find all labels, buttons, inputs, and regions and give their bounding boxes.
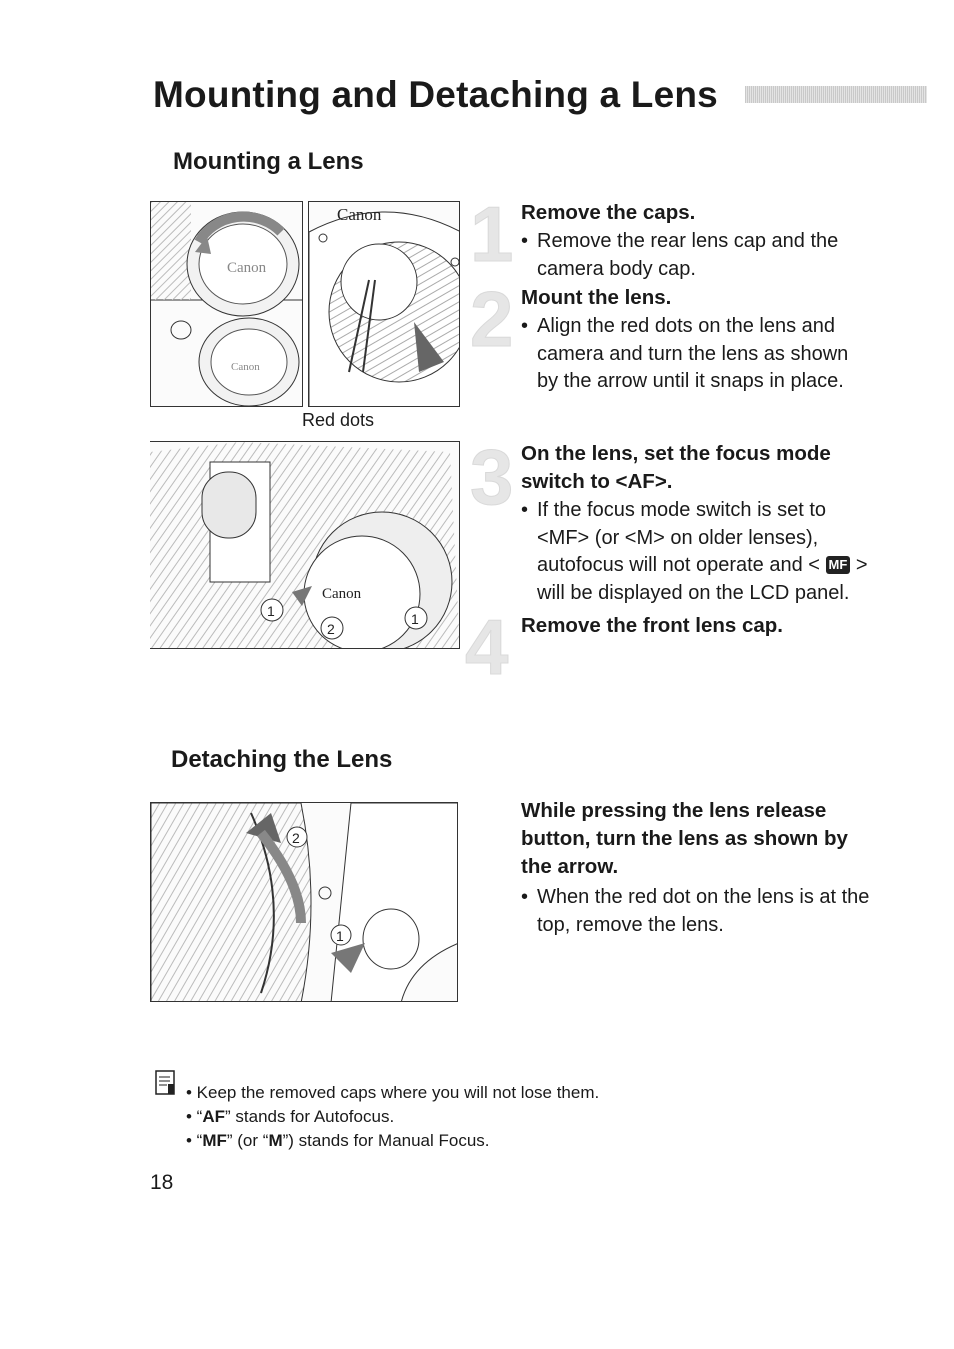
detach-body: When the red dot on the lens is at the t… [521, 884, 941, 939]
step-4-heading: Remove the front lens cap. [521, 614, 784, 637]
svg-text:2: 2 [292, 830, 300, 846]
step-1-body: Remove the rear lens cap and the camera … [521, 228, 931, 283]
detach-line-2: top, remove the lens. [537, 913, 724, 936]
step-3-line-2: <MF> (or <M> on older lenses), [537, 526, 819, 549]
step-3-line-3-text: autofocus will not operate and < [537, 554, 820, 576]
section-title-detaching: Detaching the Lens [171, 746, 393, 773]
step-mark-1: 1 [267, 603, 275, 619]
svg-text:Canon: Canon [231, 361, 260, 373]
note-2-bold: AF [202, 1107, 226, 1126]
illustration-detach-lens: 2 1 [150, 802, 458, 1002]
detach-heading: While pressing the lens release button, … [521, 797, 931, 881]
step-3-heading-line-2: switch to <AF>. [521, 470, 673, 493]
step-2-heading: Mount the lens. [521, 286, 672, 309]
step-3-line-4: will be displayed on the LCD panel. [537, 581, 850, 604]
step-3-heading: On the lens, set the focus mode switch t… [521, 440, 931, 496]
note-3-post: ”) stands for Manual Focus. [282, 1131, 490, 1150]
detach-line-1: When the red dot on the lens is at the [521, 884, 941, 912]
page-title: Mounting and Detaching a Lens [153, 74, 718, 115]
note-item-1: • Keep the removed caps where you will n… [186, 1081, 746, 1105]
step-number-4: 4 [464, 603, 509, 691]
step-1-line-1: Remove the rear lens cap and the [521, 228, 931, 256]
title-decor-bar [745, 86, 927, 103]
note-3-bold2: M [268, 1131, 283, 1150]
detach-heading-line-3: the arrow. [521, 855, 619, 878]
step-number-2: 2 [469, 275, 514, 363]
note-3-pre: • “ [186, 1131, 203, 1150]
red-dots-caption: Red dots [302, 410, 375, 430]
note-2-post: ” stands for Autofocus. [225, 1107, 395, 1126]
note-2-pre: • “ [186, 1107, 203, 1126]
step-3-body: If the focus mode switch is set to <MF> … [521, 497, 941, 607]
step-mark-2: 2 [327, 621, 335, 637]
note-3-mid: ” (or “ [226, 1131, 269, 1150]
step-number-1: 1 [469, 190, 514, 278]
step-3-heading-line-1: On the lens, set the focus mode [521, 442, 831, 465]
step-number-3: 3 [469, 433, 514, 521]
step-1-heading: Remove the caps. [521, 201, 696, 224]
step-3-line-1: If the focus mode switch is set to [521, 497, 941, 525]
mf-lcd-icon: MF [825, 556, 851, 574]
step-1-line-2: camera body cap. [537, 257, 696, 280]
step-2-body: Align the red dots on the lens and camer… [521, 313, 931, 396]
step-3-line-3-close: > [855, 554, 868, 576]
svg-text:1: 1 [411, 611, 419, 627]
detach-heading-line-1: While pressing the lens release [521, 799, 827, 822]
svg-text:1: 1 [336, 928, 344, 944]
note-item-2: • “AF” stands for Autofocus. [186, 1105, 746, 1129]
step-2-line-2: camera and turn the lens as shown [537, 342, 849, 365]
page-number: 18 [150, 1171, 174, 1194]
step-2-line-1: Align the red dots on the lens and [521, 313, 931, 341]
illustration-mount-lens: Canon [308, 201, 460, 407]
illustration-focus-switch: Canon 1 2 1 [150, 441, 460, 649]
illustration-remove-caps: Canon Canon [150, 201, 303, 407]
svg-text:Canon: Canon [322, 586, 362, 602]
note-1-text: • Keep the removed caps where you will n… [186, 1083, 600, 1102]
note-item-3: • “MF” (or “M”) stands for Manual Focus. [186, 1129, 746, 1153]
memo-icon [155, 1070, 177, 1101]
detach-heading-line-2: button, turn the lens as shown by [521, 827, 848, 850]
note-3-bold: MF [202, 1131, 227, 1150]
notes-list: • Keep the removed caps where you will n… [186, 1081, 746, 1153]
step-3-line-3: autofocus will not operate and < MF > [521, 552, 941, 580]
svg-text:Canon: Canon [337, 205, 382, 224]
step-2-line-3: by the arrow until it snaps in place. [537, 370, 844, 392]
brand-label: Canon [227, 260, 267, 276]
section-title-mounting: Mounting a Lens [173, 148, 364, 175]
